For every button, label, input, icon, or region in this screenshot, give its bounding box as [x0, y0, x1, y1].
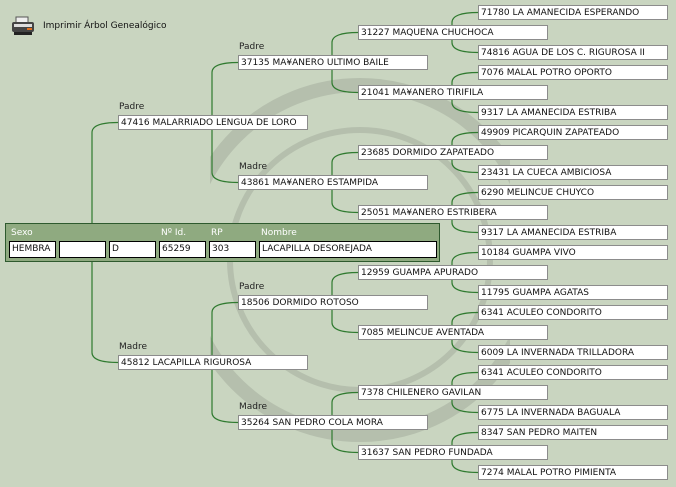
connector-line [451, 431, 479, 445]
connector-line [451, 191, 479, 205]
sire-box-gen1[interactable]: 47416 MALARRIADO LENGUA DE LORO [118, 115, 308, 130]
connector-line [211, 61, 239, 115]
sire-box-gen4[interactable]: 49909 PICARQUIN ZAPATEADO [478, 125, 668, 140]
connector-line [331, 391, 359, 415]
sire-box-gen4[interactable]: 8347 SAN PEDRO MAITEN [478, 425, 668, 440]
nombre-header: Nombre [261, 228, 297, 238]
sire-box-gen4[interactable]: 10184 GUAMPA VIVO [478, 245, 668, 260]
connector-line [451, 251, 479, 265]
sire-box-gen2[interactable]: 18506 DORMIDO ROTOSO [238, 295, 428, 310]
connector-line [451, 71, 479, 85]
padre-label: Padre [239, 42, 265, 52]
padre-label: Padre [239, 282, 265, 292]
sire-box-gen3[interactable]: 31227 MAQUENA CHUCHOCA [358, 25, 548, 40]
connector-line [331, 70, 359, 94]
connector-line [451, 371, 479, 385]
rp-field[interactable]: 303 [209, 241, 256, 258]
connector-line [451, 220, 479, 234]
connector-line [331, 430, 359, 454]
sexo-field[interactable]: HEMBRA [9, 241, 56, 258]
dam-box-gen4[interactable]: 9317 LA AMANECIDA ESTRIBA [478, 105, 668, 120]
connector-line [331, 310, 359, 334]
dam-box-gen4[interactable]: 11795 GUAMPA AGATAS [478, 285, 668, 300]
connector-line [211, 301, 239, 355]
connector-line [451, 400, 479, 414]
dam-box-gen4[interactable]: 9317 LA AMANECIDA ESTRIBA [478, 225, 668, 240]
dam-box-gen4[interactable]: 6009 LA INVERNADA TRILLADORA [478, 345, 668, 360]
connector-line [451, 160, 479, 174]
sire-box-gen4[interactable]: 6290 MELINCUE CHUYCO [478, 185, 668, 200]
sire-box-gen4[interactable]: 6341 ACULEO CONDORITO [478, 365, 668, 380]
connector-line [451, 100, 479, 114]
dam-box-gen3[interactable]: 31637 SAN PEDRO FUNDADA [358, 445, 548, 460]
connector-line [211, 370, 239, 424]
dam-box-gen4[interactable]: 6775 LA INVERNADA BAGUALA [478, 405, 668, 420]
id-field[interactable]: 65259 [159, 241, 206, 258]
connector-line [451, 131, 479, 145]
madre-label: Madre [239, 162, 268, 172]
sire-box-gen2[interactable]: 37135 MA¥ANERO ULTIMO BAILE [238, 55, 428, 70]
dam-box-gen1[interactable]: 45812 LACAPILLA RIGUROSA [118, 355, 308, 370]
madre-label: Madre [239, 402, 268, 412]
printer-icon [12, 16, 34, 35]
connector-line [451, 40, 479, 54]
sire-box-gen4[interactable]: 6341 ACULEO CONDORITO [478, 305, 668, 320]
dam-box-gen4[interactable]: 74816 AGUA DE LOS C. RIGUROSA II [478, 45, 668, 60]
code-field[interactable]: D [109, 241, 156, 258]
madre-label: Madre [119, 342, 148, 352]
dam-box-gen3[interactable]: 21041 MA¥ANERO TIRIFILA [358, 85, 548, 100]
connector-line [451, 460, 479, 474]
sire-box-gen3[interactable]: 12959 GUAMPA APURADO [358, 265, 548, 280]
connector-line [451, 11, 479, 25]
sexo-header: Sexo [11, 228, 33, 238]
id-header: Nº Id. [161, 228, 187, 238]
nombre-field[interactable]: LACAPILLA DESOREJADA [259, 241, 437, 258]
dam-box-gen2[interactable]: 35264 SAN PEDRO COLA MORA [238, 415, 428, 430]
print-label: Imprimir Árbol Genealógico [43, 21, 167, 31]
subject-panel: Sexo Nº Id. RP Nombre HEMBRA D 65259 303… [5, 223, 440, 262]
padre-label: Padre [119, 102, 145, 112]
print-tree-button[interactable]: Imprimir Árbol Genealógico [11, 16, 167, 36]
sire-box-gen3[interactable]: 7378 CHILENERO GAVILAN [358, 385, 548, 400]
rp-header: RP [211, 228, 223, 238]
connector-line [331, 271, 359, 295]
connector-line [451, 340, 479, 354]
connector-line [331, 31, 359, 55]
dam-box-gen4[interactable]: 7274 MALAL POTRO PIMIENTA [478, 465, 668, 480]
connector-line [331, 151, 359, 175]
sire-box-gen3[interactable]: 23685 DORMIDO ZAPATEADO [358, 145, 548, 160]
blank-field[interactable] [59, 241, 106, 258]
sire-box-gen4[interactable]: 7076 MALAL POTRO OPORTO [478, 65, 668, 80]
connector-line [451, 280, 479, 294]
dam-box-gen3[interactable]: 7085 MELINCUE AVENTADA [358, 325, 548, 340]
sire-box-gen4[interactable]: 71780 LA AMANECIDA ESPERANDO [478, 5, 668, 20]
connector-line [91, 121, 119, 223]
connector-line [211, 130, 239, 184]
connector-line [331, 190, 359, 214]
dam-box-gen3[interactable]: 25051 MA¥ANERO ESTRIBERA [358, 205, 548, 220]
dam-box-gen2[interactable]: 43861 MA¥ANERO ESTAMPIDA [238, 175, 428, 190]
connector-line [451, 311, 479, 325]
dam-box-gen4[interactable]: 23431 LA CUECA AMBICIOSA [478, 165, 668, 180]
connector-line [91, 262, 119, 364]
